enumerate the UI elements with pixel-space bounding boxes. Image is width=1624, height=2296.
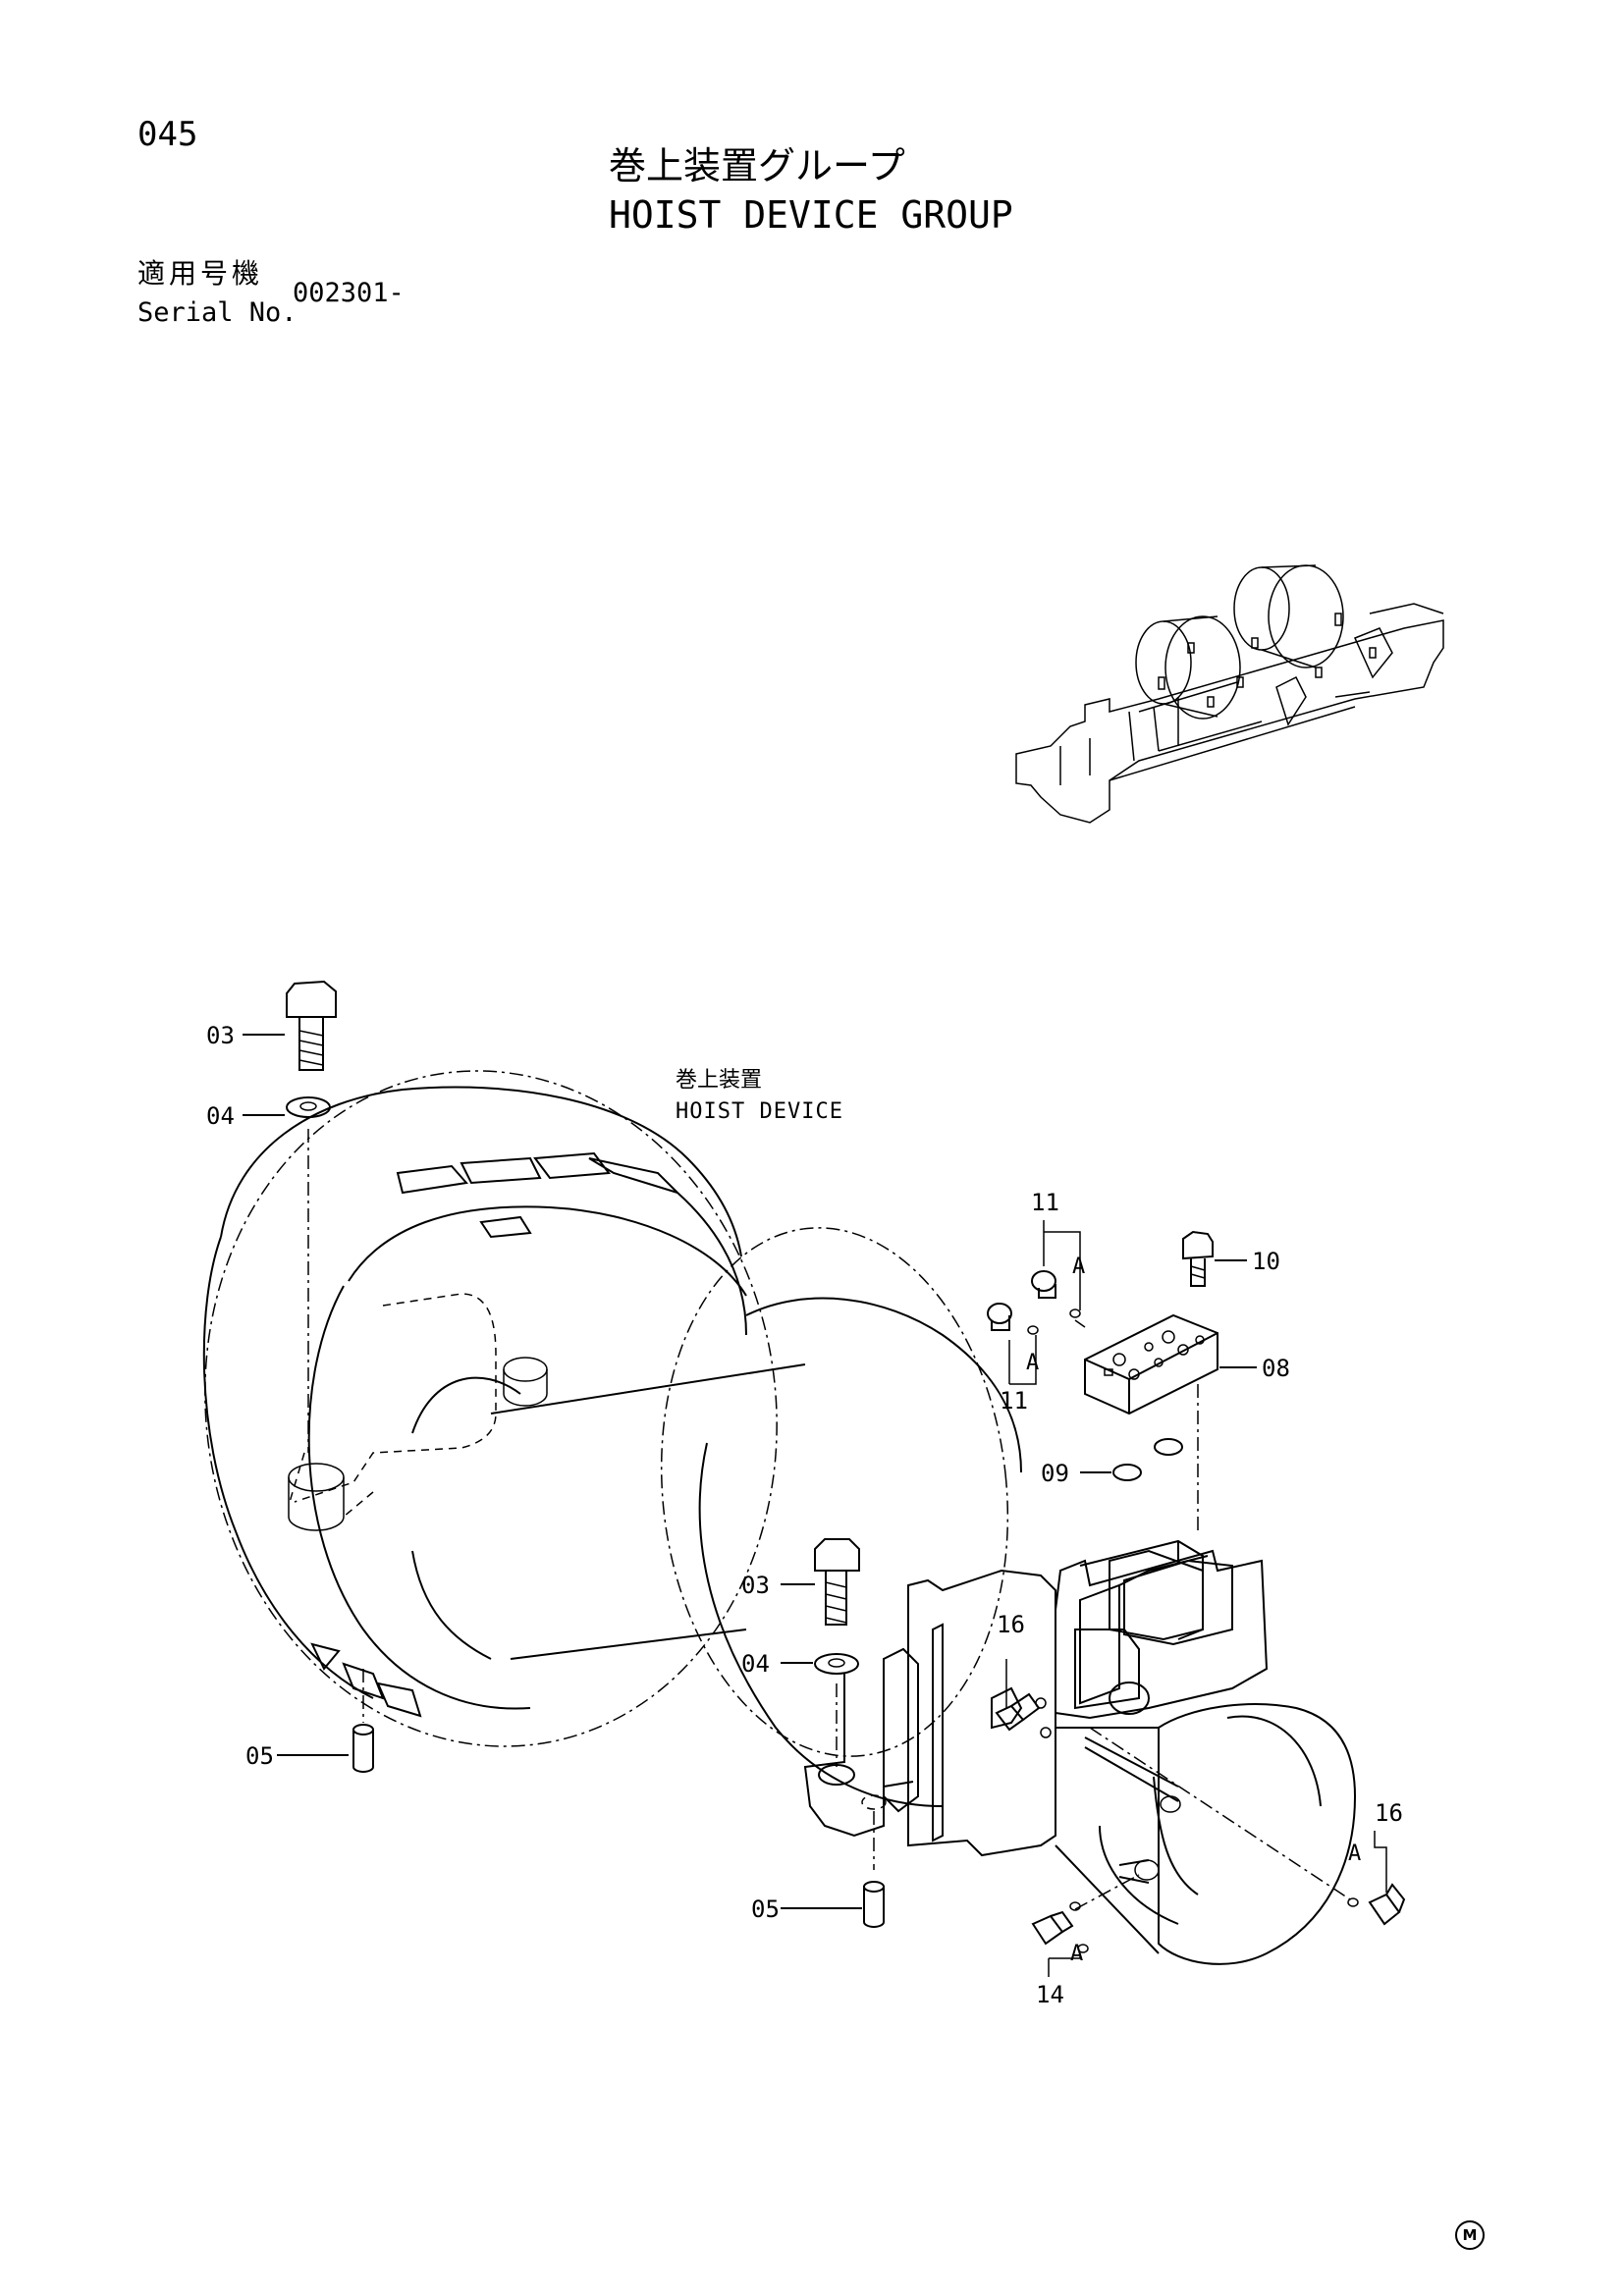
callout-03-lower: 03 (741, 1572, 770, 1599)
fitting-16-lower (1347, 1883, 1406, 1926)
leader-lines (243, 1034, 1387, 1977)
fitting-16-upper (995, 1692, 1052, 1738)
serial-label-japanese: 適用号機 (137, 257, 264, 290)
marker-a-upper: A (1072, 1255, 1086, 1279)
marker-a-right: A (1348, 1842, 1362, 1866)
hoist-device-label-japanese: 巻上装置 (676, 1068, 763, 1093)
callout-09: 09 (1041, 1460, 1069, 1487)
fitting-11-left (987, 1303, 1012, 1331)
marker-a-left: A (1026, 1351, 1040, 1375)
footer-mark: M (1455, 2220, 1485, 2250)
callout-11-lower: 11 (1000, 1387, 1028, 1415)
serial-label: Serial No. (137, 297, 298, 328)
callout-05-right: 05 (751, 1896, 780, 1923)
serial-number-value: 002301- (293, 278, 405, 308)
bolt-upper (286, 980, 337, 1453)
fitting-14 (1031, 1901, 1089, 1953)
callout-10: 10 (1252, 1248, 1280, 1275)
valve-block (1084, 1313, 1218, 1415)
callout-11-upper: 11 (1031, 1189, 1059, 1216)
page-number: 045 (137, 115, 198, 154)
callout-03-upper: 03 (206, 1022, 235, 1049)
page-title-japanese: 巻上装置グループ (609, 144, 905, 187)
fitting-11-upper (1027, 1270, 1081, 1335)
callout-04-upper: 04 (206, 1102, 235, 1130)
o-ring-09 (1112, 1438, 1183, 1481)
callout-04-lower: 04 (741, 1650, 770, 1678)
page-title: HOIST DEVICE GROUP (609, 193, 1013, 237)
callout-14: 14 (1036, 1981, 1064, 2008)
pin-05-right (863, 1881, 885, 1928)
location-thumbnail (1015, 564, 1444, 824)
callout-08: 08 (1262, 1355, 1290, 1382)
motor-valve-assembly (883, 1539, 1357, 1965)
bolt-10 (1182, 1230, 1247, 1287)
callout-05-left: 05 (245, 1742, 274, 1770)
callout-16-upper: 16 (997, 1611, 1025, 1638)
bolt-lower (803, 1538, 914, 1870)
drum-assembly (202, 1070, 1022, 1807)
pin-05-left (352, 1669, 374, 1773)
marker-a-lower: A (1070, 1942, 1084, 1966)
callout-16-lower: 16 (1375, 1799, 1403, 1827)
hoist-device-label: HOIST DEVICE (676, 1099, 843, 1124)
